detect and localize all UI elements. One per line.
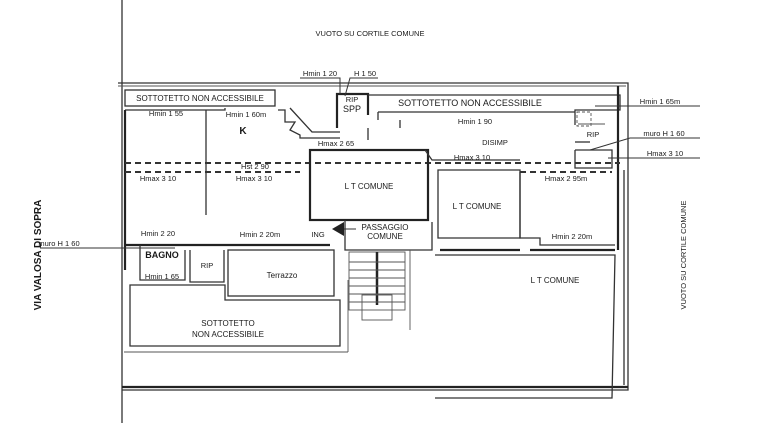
label-passaggio-2: COMUNE xyxy=(367,232,403,241)
label-spp: SPP xyxy=(343,104,361,114)
label-hmin-220m-right: Hmin 2 20m xyxy=(552,232,592,241)
label-kitchen: K xyxy=(239,126,247,137)
label-lt-comune-center: L T COMUNE xyxy=(345,182,394,191)
wall xyxy=(368,94,621,125)
label-hmin-165m: Hmin 1 65m xyxy=(640,97,680,106)
label-attic-bottom-2: NON ACCESSIBILE xyxy=(192,330,264,339)
label-hmin-220m-mid: Hmin 2 20m xyxy=(240,230,280,239)
label-passaggio-1: PASSAGGIO xyxy=(362,223,409,232)
label-ing: ING xyxy=(311,230,325,239)
label-hmin-120: Hmin 1 20 xyxy=(303,69,337,78)
entrance-arrow-icon xyxy=(332,222,344,236)
label-bagno: BAGNO xyxy=(145,250,179,260)
h-150-leader xyxy=(344,77,378,97)
rip-right-box xyxy=(576,111,592,127)
rip-spp-box xyxy=(335,92,370,128)
terrazzo-box xyxy=(227,249,335,297)
attic-top-left-box xyxy=(124,89,276,107)
label-right-void: VUOTO SU CORTILE COMUNE xyxy=(679,201,688,310)
attic-bottom-box xyxy=(129,284,341,347)
passaggio-comune-area xyxy=(344,220,433,251)
bagno-room xyxy=(139,245,186,281)
staircase xyxy=(348,251,406,321)
label-attic-top-left: SOTTOTETTO NON ACCESSIBILE xyxy=(136,94,264,103)
label-hst-290: Hst 2 90 xyxy=(241,162,269,171)
lt-comune-center-room xyxy=(308,148,430,222)
label-hmin-165-bagno: Hmin 1 65 xyxy=(145,272,179,281)
label-terrazzo: Terrazzo xyxy=(267,271,298,280)
label-muro-right: muro H 1 60 xyxy=(643,129,684,138)
label-hmax-310-k: Hmax 3 10 xyxy=(236,174,272,183)
label-rip-top: RIP xyxy=(346,95,359,104)
wall xyxy=(424,149,520,161)
label-hmin-160m: Hmin 1 60m xyxy=(226,110,266,119)
label-h-150: H 1 50 xyxy=(354,69,376,78)
rip-left-room xyxy=(189,250,225,283)
wall xyxy=(125,108,226,111)
label-hmin-155: Hmin 1 55 xyxy=(149,109,183,118)
label-rip-left: RIP xyxy=(201,261,214,270)
label-disimp: DISIMP xyxy=(482,138,508,147)
label-rip-right: RIP xyxy=(587,130,600,139)
wall xyxy=(278,109,340,139)
label-hmax-295m: Hmax 2 95m xyxy=(545,174,588,183)
label-hmin-220-left: Hmin 2 20 xyxy=(141,229,175,238)
label-lt-comune-mid: L T COMUNE xyxy=(453,202,502,211)
building-outline xyxy=(118,82,629,391)
label-hmax-310-left: Hmax 3 10 xyxy=(140,174,176,183)
label-hmax-310-right: Hmax 3 10 xyxy=(647,149,683,158)
wall xyxy=(289,107,340,133)
closet-right xyxy=(574,149,613,169)
wall xyxy=(519,172,615,246)
label-top-void: VUOTO SU CORTILE COMUNE xyxy=(316,29,425,38)
label-hmax-265: Hmax 2 65 xyxy=(318,139,354,148)
muro-right-leader xyxy=(589,137,700,151)
label-lt-comune-bottom: L T COMUNE xyxy=(531,276,580,285)
lt-comune-bottom-room xyxy=(435,254,616,399)
label-street: VIA VALOSA DI SOPRA xyxy=(33,200,44,311)
label-attic-bottom-1: SOTTOTETTO xyxy=(201,319,254,328)
label-hmin-190: Hmin 1 90 xyxy=(458,117,492,126)
label-attic-top-right: SOTTOTETTO NON ACCESSIBILE xyxy=(398,98,542,108)
label-hmax-310-mid: Hmax 3 10 xyxy=(454,153,490,162)
label-muro-left: muro H 1 60 xyxy=(38,239,79,248)
hmin-120-leader xyxy=(300,77,341,94)
